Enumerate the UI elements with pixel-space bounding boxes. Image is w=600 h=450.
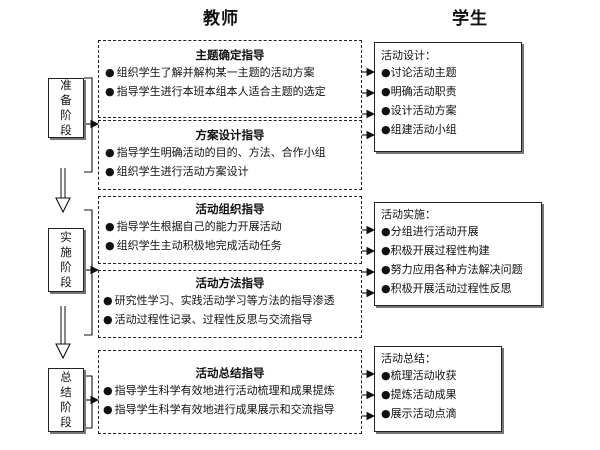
teacher-section-organize: 活动组织指导 ●指导学生根据自己的能力开展活动 ●组织学生主动积极地完成活动任务	[98, 196, 362, 264]
student-box-heading: 活动总结：	[381, 352, 436, 365]
student-item: ●梳理活动收获	[381, 369, 457, 382]
stage-implementation: 实施阶段	[48, 228, 84, 292]
student-column-header: 学生	[452, 9, 488, 29]
section-title: 活动组织指导	[195, 202, 265, 216]
section-item: ●指导学生进行本班本组本人适合主题的选定	[105, 85, 326, 98]
student-box-design: 活动设计： ●讨论活动主题 ●明确活动职责 ●设计活动方案 ●组建活动小组	[374, 42, 522, 152]
section-item: ●研究性学习、实践活动学习等方法的指导渗透	[103, 294, 335, 307]
stage-label: 实施阶段	[60, 230, 72, 289]
section-item: ●组织学生进行活动方案设计	[105, 165, 249, 178]
stage-preparation: 准备阶段	[48, 78, 84, 138]
section-item: ●指导学生科学有效地进行活动梳理和成果提炼	[103, 384, 335, 397]
teacher-column-header: 教师	[203, 9, 239, 29]
section-item: ●活动过程性记录、过程性反思与交流指导	[103, 313, 313, 326]
student-item: ●努力应用各种方法解决问题	[381, 263, 523, 276]
student-item: ●提炼活动成果	[381, 388, 457, 401]
section-title: 活动方法指导	[195, 276, 265, 290]
section-title: 活动总结指导	[195, 366, 265, 380]
teacher-section-topic: 主题确定指导 ●组织学生了解并解构某一主题的活动方案 ●指导学生进行本班本组本人…	[98, 40, 362, 118]
student-box-summary: 活动总结： ●梳理活动收获 ●提炼活动成果 ●展示活动点滴	[374, 346, 502, 432]
student-item: ●展示活动点滴	[381, 407, 457, 420]
stage-summary: 总结阶段	[48, 368, 84, 432]
section-item: ●指导学生根据自己的能力开展活动	[105, 220, 282, 233]
stage-label: 准备阶段	[60, 78, 72, 137]
student-item: ●明确活动职责	[381, 85, 457, 98]
section-item: ●指导学生明确活动的目的、方法、合作小组	[105, 146, 326, 159]
section-item: ●组织学生主动积极地完成活动任务	[105, 239, 282, 252]
student-box-heading: 活动实施：	[381, 208, 436, 221]
section-item: ●组织学生了解并解构某一主题的活动方案	[105, 66, 315, 79]
student-item: ●讨论活动主题	[381, 66, 457, 79]
section-title: 方案设计指导	[195, 128, 265, 142]
student-box-implementation: 活动实施： ●分组进行活动开展 ●积极开展过程性构建 ●努力应用各种方法解决问题…	[374, 202, 542, 306]
student-item: ●组建活动小组	[381, 123, 457, 136]
section-item: ●指导学生科学有效地进行成果展示和交流指导	[103, 403, 335, 416]
student-item: ●积极开展活动过程性反思	[381, 282, 512, 295]
teacher-section-summary: 活动总结指导 ●指导学生科学有效地进行活动梳理和成果提炼 ●指导学生科学有效地进…	[98, 350, 362, 434]
student-item: ●分组进行活动开展	[381, 225, 479, 238]
student-item: ●积极开展过程性构建	[381, 244, 490, 257]
section-title: 主题确定指导	[195, 48, 265, 62]
teacher-section-plan: 方案设计指导 ●指导学生明确活动的目的、方法、合作小组 ●组织学生进行活动方案设…	[98, 120, 362, 190]
student-box-heading: 活动设计：	[381, 49, 436, 62]
teacher-section-method: 活动方法指导 ●研究性学习、实践活动学习等方法的指导渗透 ●活动过程性记录、过程…	[98, 270, 362, 338]
student-item: ●设计活动方案	[381, 104, 457, 117]
stage-label: 总结阶段	[60, 370, 72, 429]
